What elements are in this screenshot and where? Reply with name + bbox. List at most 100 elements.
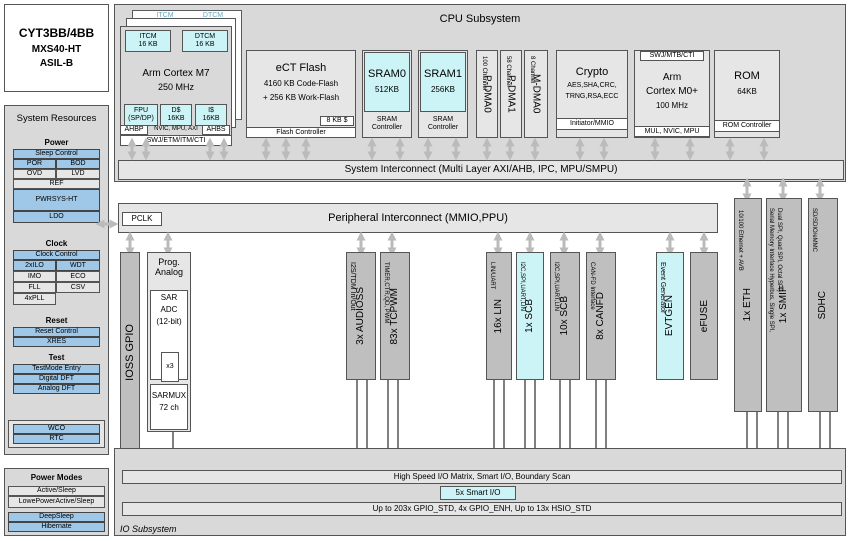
- rom-label: ROM: [734, 70, 760, 82]
- eth-label: 1x ETH: [742, 288, 753, 322]
- bod-block: BOD: [56, 159, 100, 169]
- wdt-block: WDT: [56, 260, 100, 271]
- flash-title: eCT Flash: [275, 62, 327, 74]
- digital-dft: Digital DFT: [13, 374, 100, 384]
- lin-sub: LIN/UART: [489, 262, 495, 290]
- chip-platform: MXS40-HT: [31, 44, 82, 56]
- ilo-block: 2xILO: [13, 260, 56, 271]
- itcm-ghost-label: ITCM: [156, 12, 174, 19]
- sram0-label: SRAM0: [368, 68, 406, 80]
- cpu-subsystem-title: CPU Subsystem: [439, 13, 521, 25]
- rom-controller: ROM Controller: [714, 120, 780, 132]
- adc-count: x3: [161, 352, 179, 382]
- pdma1-label: P-DMA1: [505, 75, 517, 113]
- adc-label: ADC: [160, 305, 178, 314]
- test-title: Test: [48, 353, 65, 362]
- chip-id-box: CYT3BB/4BB MXS40-HT ASIL-B: [4, 4, 109, 92]
- d-cache-size: 16KB: [167, 115, 185, 122]
- pdma1-channels: 58 Channel: [505, 56, 511, 87]
- ref-block: REF: [13, 179, 100, 189]
- clock-control: Clock Control: [13, 250, 100, 260]
- flash-work: + 256 KB Work-Flash: [262, 93, 340, 102]
- deepsleep-mode: DeepSleep: [8, 512, 105, 522]
- m7-freq: 250 MHz: [157, 82, 194, 92]
- csv-block: CSV: [56, 282, 100, 293]
- tcpwm-label: 83x TCPWM: [389, 287, 400, 345]
- scb10-sub: I2C,SPI,UART,LIN: [553, 262, 559, 311]
- m0-name: Arm: [662, 72, 682, 83]
- system-resources-title: System Resources: [16, 113, 97, 124]
- pdma0-channels: 100 Channel: [481, 56, 487, 91]
- itcm-label: ITCM: [139, 33, 157, 41]
- ahbp-port: AHBP: [120, 125, 148, 135]
- scb10-label: 10x SCB: [559, 296, 570, 336]
- lin: 16x LIN: [486, 252, 512, 380]
- peripheral-interconnect-label: Peripheral Interconnect (MMIO,PPU): [328, 211, 508, 224]
- io-subsystem-label: IO Subsystem: [120, 524, 177, 534]
- io-matrix: High Speed I/O Matrix, Smart I/O, Bounda…: [122, 470, 842, 484]
- hibernate-mode: Hibernate: [8, 522, 105, 532]
- dtcm-ghost-label: DTCM: [202, 12, 224, 19]
- canfd: 8x CANFD: [586, 252, 616, 380]
- crypto-title: Crypto: [575, 66, 609, 78]
- audioss-sub: I2S/TDM In/Out: [349, 262, 356, 311]
- i-cache-label: I$: [208, 107, 214, 115]
- m0-name-2: Cortex M0+: [646, 86, 698, 97]
- lvd-block: LVD: [56, 169, 100, 179]
- canfd-sub: CAN-FD Interface: [589, 262, 595, 310]
- active-sleep-mode: Active/Sleep: [8, 486, 105, 496]
- evtgen: EVTGEN: [656, 252, 684, 380]
- flash-controller: Flash Controller: [246, 127, 356, 138]
- scb1-sub: I2C,SPI,UART,LIN: [519, 262, 525, 311]
- pll-block: 4xPLL: [13, 293, 56, 305]
- d-cache-label: D$: [171, 107, 181, 115]
- sram0-size: 512KB: [374, 85, 400, 94]
- smif-sub-2: Dual SPI, Quad SPI, Octal SPI): [776, 208, 782, 292]
- arm-cortex-m0plus: [634, 50, 710, 138]
- m0-nvic: MUL, NVIC, MPU: [634, 126, 710, 137]
- mdma0-label: M-DMA0: [530, 74, 542, 114]
- sram1-label: SRAM1: [424, 68, 462, 80]
- crypto-initiator: Initiator/MMIO: [556, 118, 628, 130]
- analog-dft: Analog DFT: [13, 384, 100, 394]
- pclk-block: PCLK: [122, 212, 162, 226]
- ldo-block: LDO: [13, 211, 100, 223]
- imo-block: IMO: [13, 271, 56, 282]
- pdma0-label: P-DMA0: [481, 75, 493, 113]
- sram0-array: [364, 52, 410, 112]
- sdhc-label: SDHC: [817, 290, 828, 320]
- sram1-controller: SRAM Controller: [427, 116, 459, 131]
- sdhc: SDHC: [808, 198, 838, 412]
- chip-part-number: CYT3BB/4BB: [18, 25, 95, 40]
- m7-name: Arm Cortex M7: [142, 68, 210, 79]
- chip-safety: ASIL-B: [39, 57, 74, 69]
- system-interconnect: System Interconnect (Multi Layer AXI/AHB…: [118, 160, 844, 180]
- fpu-block: FPU (SP/DP): [124, 104, 158, 126]
- smart-io: 5x Smart I/O: [440, 486, 516, 500]
- ovd-block: OVD: [13, 169, 56, 179]
- efuse: eFUSE: [690, 252, 718, 380]
- eth-sub: 10/100 Ethernet + AVB: [737, 210, 743, 271]
- sarmux-channels: 72 ch: [159, 403, 179, 412]
- sar-label: SAR: [160, 293, 178, 302]
- eco-block: ECO: [56, 271, 100, 282]
- rom-size: 64KB: [737, 87, 757, 96]
- peripheral-interconnect: Peripheral Interconnect (MMIO,PPU): [118, 203, 718, 233]
- fpu-sub: (SP/DP): [128, 115, 154, 122]
- por-block: POR: [13, 159, 56, 169]
- canfd-label: 8x CANFD: [595, 292, 606, 340]
- scb-10x: 10x SCB: [550, 252, 580, 380]
- fll-block: FLL: [13, 282, 56, 293]
- reset-title: Reset: [45, 316, 68, 325]
- adc-bits: (12-bit): [156, 317, 182, 326]
- m7-swj: SWJ/ETM/ITM/CTI: [120, 135, 232, 146]
- ahbs-port: AHBS: [202, 125, 230, 135]
- clock-title: Clock: [45, 239, 68, 248]
- lp-active-sleep-mode: LowePowerActive/Sleep: [8, 496, 105, 508]
- tcpwm: 83x TCPWM: [380, 252, 410, 380]
- dtcm-block: DTCM 16 KB: [182, 30, 228, 52]
- wco-block: WCO: [13, 424, 100, 434]
- audioss-label: 3x AUDIOSS: [355, 287, 366, 345]
- itcm-block: ITCM 16 KB: [125, 30, 171, 52]
- prog-analog-label: Prog. Analog: [154, 257, 184, 277]
